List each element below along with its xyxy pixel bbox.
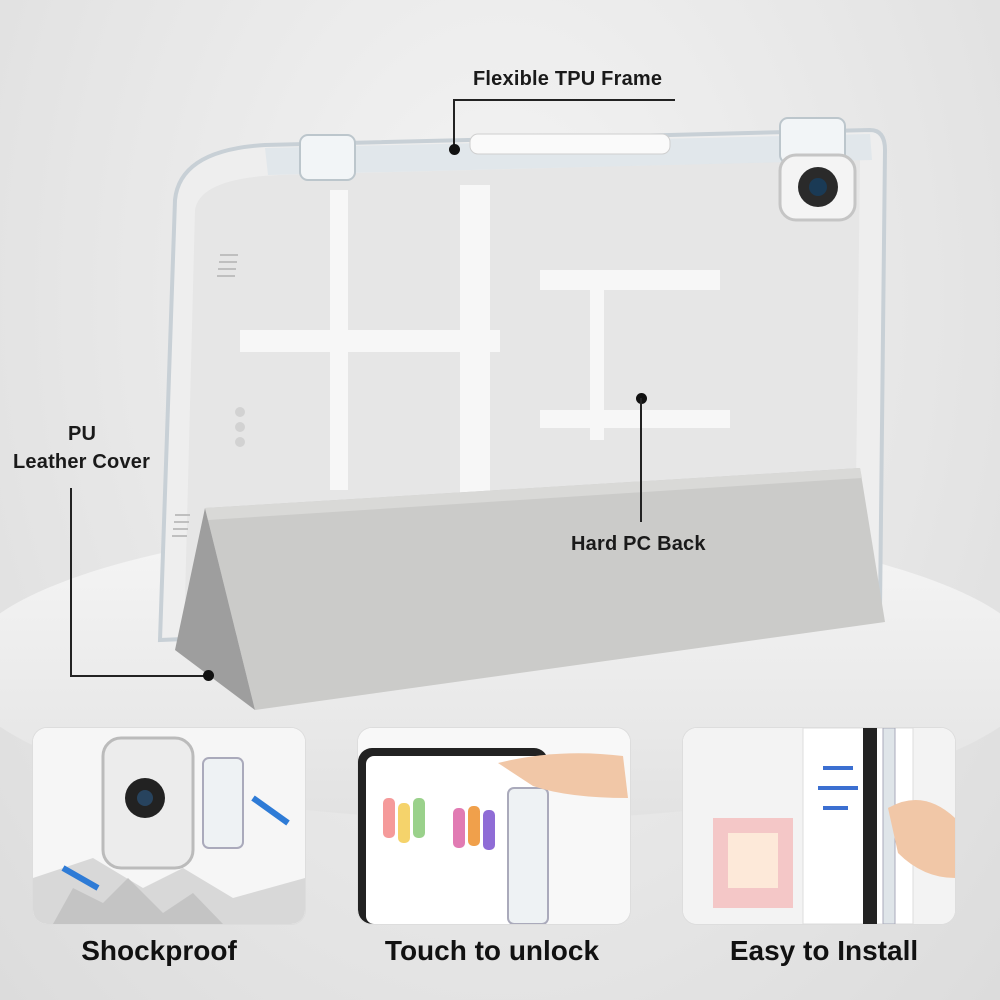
easy-install-image <box>683 728 955 924</box>
shockproof-caption: Shockproof <box>81 935 237 966</box>
tpu-callout-line-h <box>453 99 675 101</box>
pu-callout-line-v <box>70 488 72 676</box>
pu-callout-dot <box>203 670 214 681</box>
pu-callout-line-h <box>70 675 208 677</box>
tpu-frame-label: Flexible TPU Frame <box>473 68 663 90</box>
easy-install-panel <box>683 728 955 924</box>
touch-unlock-panel <box>358 728 630 924</box>
shockproof-panel <box>33 728 305 924</box>
easy-install-caption: Easy to Install <box>729 935 919 966</box>
pu-label-line1: PU <box>68 423 97 445</box>
touch-unlock-caption: Touch to unlock <box>384 935 600 966</box>
touch-unlock-image <box>358 728 630 924</box>
product-stage: Flexible TPU Frame PU Leather Cover Hard… <box>0 68 1000 820</box>
hard-pc-back-label: Hard PC Back <box>571 533 706 555</box>
shockproof-image <box>33 728 305 924</box>
tpu-callout-line-v <box>453 99 455 149</box>
pu-label-line2: Leather Cover <box>13 451 151 473</box>
tablet-case-illustration <box>157 117 888 710</box>
pc-callout-line-v <box>640 398 642 522</box>
tpu-callout-dot <box>449 144 460 155</box>
